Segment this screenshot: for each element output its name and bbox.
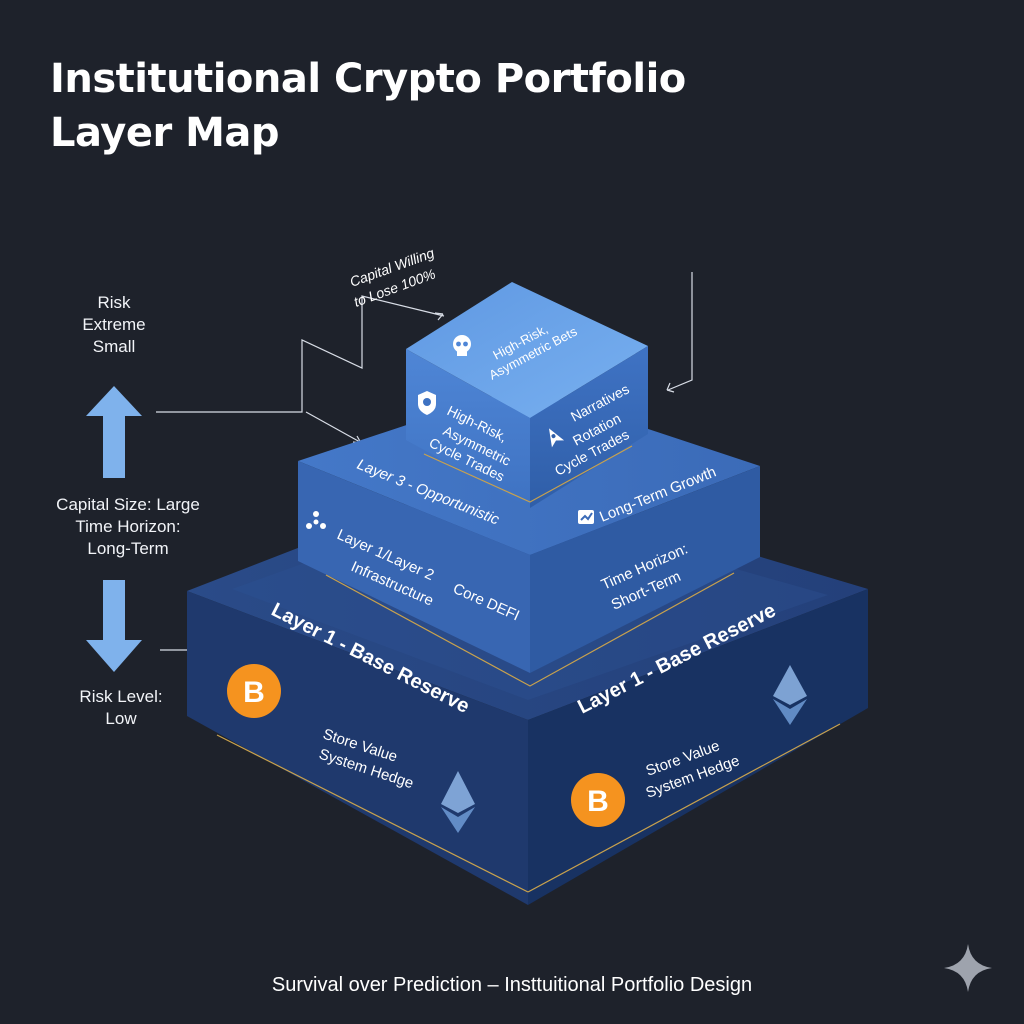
risk-up-arrow — [86, 386, 142, 478]
layer3-top-face — [406, 282, 648, 418]
risk-extreme-label: Risk Extreme Small — [66, 292, 162, 358]
annotation-arrow-head — [434, 312, 444, 321]
risk-level-text: Risk Level: — [79, 687, 163, 706]
layer3-block — [406, 282, 648, 508]
footer-caption: Survival over Prediction – Insttuitional… — [271, 974, 753, 996]
time-horizon-text: Time Horizon: — [75, 517, 181, 536]
bitcoin-icon: B — [571, 773, 625, 827]
ethereum-icon — [441, 771, 475, 833]
bitcoin-icon: B — [227, 664, 281, 718]
annotation-connector-line — [156, 295, 445, 413]
extreme-label: Extreme — [82, 315, 146, 334]
small-label: Small — [92, 337, 136, 356]
layer1-right-face — [528, 589, 868, 905]
title-line-1: Institutional Crypto Portfolio — [50, 56, 686, 102]
risk-level-label: Risk Level: Low — [66, 686, 176, 730]
layer2-right-face — [530, 466, 760, 673]
rocket-icon — [549, 428, 565, 448]
layer3-right-face — [530, 346, 648, 508]
layer1-left-face — [187, 591, 528, 905]
growth-icon — [578, 510, 594, 524]
page-title: Institutional Crypto Portfolio Layer Map — [50, 52, 686, 160]
layer2-left-face — [298, 461, 530, 673]
title-line-2: Layer Map — [50, 110, 280, 156]
ethereum-icon — [773, 665, 807, 725]
sparkle-icon — [944, 944, 992, 992]
layer3-left-face — [406, 349, 530, 508]
bitcoin-symbol: B — [243, 676, 265, 709]
layer3-connector-line — [305, 411, 361, 443]
skull-icon — [453, 335, 471, 356]
capital-size-text: Capital Size: Large — [56, 495, 200, 514]
right-arrow-head — [666, 382, 675, 393]
bitcoin-symbol: B — [587, 785, 609, 818]
risk-down-arrow — [86, 580, 142, 672]
capital-size-label: Capital Size: Large Time Horizon: Long-T… — [30, 494, 226, 560]
low-text: Low — [105, 709, 137, 728]
network-icon — [306, 511, 326, 529]
long-term-text: Long-Term — [87, 539, 169, 558]
shield-icon — [418, 391, 436, 415]
right-connector-line — [667, 272, 693, 391]
risk-label: Risk — [97, 293, 131, 312]
